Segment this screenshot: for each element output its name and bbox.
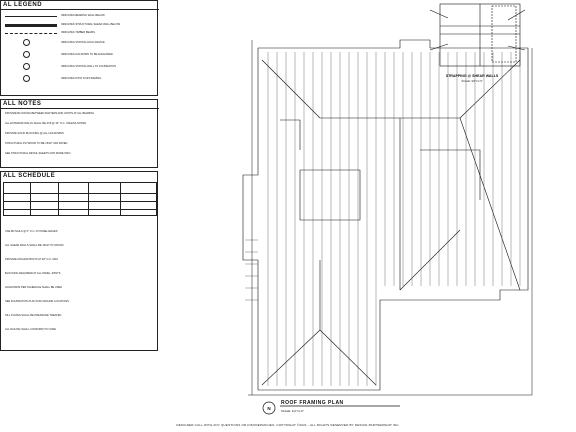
legend-row-0: INDICATES BEARING WALL BELOW [61,14,105,17]
schedule-line-0: USE 8D NAILS @ 6" O.C. AT PANEL EDGES [5,230,58,233]
schedule-line-1: ALL SHEAR WALLS SHALL BE 15/32" PLYWOOD [5,244,64,247]
notes-box: ALL NOTES PROVIDE BLOCKING BETWEEN RAFTE… [0,99,159,168]
plan-scale: SCALE: 1/4"=1'-0" [281,409,304,413]
note-item-3: STRUCTURAL PLYWOOD TO BE 15/32" APA RATE… [5,142,68,145]
legend-row-2: INDICATES TIMBER BEAMS [61,31,95,34]
legend-row-5: INDICATES STRONG WALL TO FOUNDATION [61,65,116,68]
detail-sublabel: SCALE: 3/4"=1'-0" [461,79,482,83]
strong-wall-icon [23,63,30,70]
copyright-footer: DESIGNER CALL WITH ANY QUESTIONS OR DISC… [176,423,400,427]
post-icon [23,75,30,82]
legend-row-6: INDICATES POST FOR FRAMING [61,77,102,80]
schedule-title: ALL SCHEDULE [3,173,56,179]
bearing-wall-symbol [5,16,57,17]
legend-title: AL LEGEND [3,2,43,8]
north-label: N [267,406,270,411]
note-item-4: SEE STRUCTURAL DETAIL SHEETS FOR MORE IN… [5,152,71,155]
shear-wall-symbol [5,24,57,27]
detail-label: STRAPPING @ SHEAR WALLS [446,74,499,78]
legend-row-4: INDICATES HOLDOWN TO BE ANCHORED [61,53,113,56]
roof-outline [242,39,529,391]
schedule-line-3: BLOCKING REQUIRED AT ALL PANEL JOINTS [5,272,61,275]
schedule-line-5: SEE FOUNDATION PLAN FOR ANCHOR LOCATIONS [5,300,69,303]
schedule-table [3,182,157,216]
schedule-line-7: ALL NAILING SHALL CONFORM TO CODE [5,328,57,331]
note-item-2: PROVIDE SOLID BLOCKING @ ALL HOLDOWNS [5,132,64,135]
timber-beam-symbol [5,33,57,34]
legend-row-1: INDICATES STRUCTURAL SHEAR WALL BELOW [61,23,121,26]
legend-box: AL LEGEND INDICATES BEARING WALL BELOW I… [0,0,159,96]
schedule-box: ALL SCHEDULE USE 8D NAILS @ 6" O.C. AT P… [0,171,158,351]
legend-row-3: INDICATES STRONG HOLD DEVICE [61,41,105,44]
note-item-0: PROVIDE BLOCKING BETWEEN RAFTERS AND JOI… [5,112,95,115]
plan-title: ROOF FRAMING PLAN [281,400,344,406]
notes-title: ALL NOTES [3,101,42,107]
schedule-line-4: HOLDOWNS PER SCHEDULE SHALL BE USED [5,286,63,289]
north-arrow-icon [262,401,276,415]
holdown-icon [23,51,30,58]
note-item-1: ALL EXTERIOR WALLS SHALL BE 2X6 @ 16" O.… [5,122,87,125]
strong-hold-icon [23,39,30,46]
schedule-line-6: SILL PLATES SHALL BE PRESSURE TREATED [5,314,62,317]
schedule-line-2: PROVIDE ANCHOR BOLTS AT 48" O.C. MAX [5,258,59,261]
strapping-detail [429,3,526,67]
